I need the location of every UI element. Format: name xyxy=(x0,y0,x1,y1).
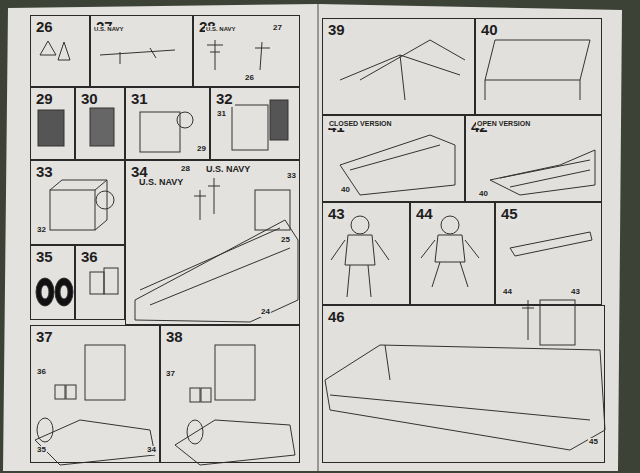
step-number: 39 xyxy=(326,21,347,38)
callout-label: 43 xyxy=(570,288,581,297)
step-number: 33 xyxy=(34,163,55,180)
step-number: 30 xyxy=(79,90,100,107)
step-number: 35 xyxy=(34,248,55,265)
step-panel: 35 xyxy=(30,245,75,320)
step-number: 37 xyxy=(34,328,55,345)
step-number: 29 xyxy=(34,90,55,107)
step-number: 31 xyxy=(129,90,150,107)
callout-label: 34 xyxy=(146,446,157,455)
callout-label: 36 xyxy=(36,368,47,377)
step-panel: 37 xyxy=(30,325,160,463)
step-number: 26 xyxy=(34,18,55,35)
step-panel: 29 xyxy=(30,87,75,160)
callout-label: 35 xyxy=(36,446,47,455)
callout-label: 40 xyxy=(340,186,351,195)
callout-label: U.S. NAVY xyxy=(205,26,237,33)
step-number: 32 xyxy=(214,90,235,107)
step-panel: 43 xyxy=(322,202,410,305)
callout-label: 45 xyxy=(588,438,599,447)
callout-label: 44 xyxy=(502,288,513,297)
step-panel: 44 xyxy=(410,202,495,305)
step-number: 45 xyxy=(499,205,520,222)
callout-label: 27 xyxy=(272,24,283,33)
callout-label: 32 xyxy=(36,226,47,235)
step-number: 46 xyxy=(326,308,347,325)
step-panel: 26 xyxy=(30,15,90,87)
step-panel: 32 xyxy=(210,87,300,160)
step-number: 38 xyxy=(164,328,185,345)
step-number: 36 xyxy=(79,248,100,265)
callout-label: 33 xyxy=(286,172,297,181)
callout-label: 24 xyxy=(260,308,271,317)
callout-label: 40 xyxy=(478,190,489,199)
step-number: 40 xyxy=(479,21,500,38)
step-panel: 39 xyxy=(322,18,475,115)
callout-label: 31 xyxy=(216,110,227,119)
step-panel: 46 xyxy=(322,305,605,463)
callout-label: OPEN VERSION xyxy=(476,120,531,128)
step-panel: 30 xyxy=(75,87,125,160)
callout-label: U.S. NAVY xyxy=(93,26,125,33)
step-panel: 42 xyxy=(465,115,602,202)
step-number: 44 xyxy=(414,205,435,222)
step-number: 43 xyxy=(326,205,347,222)
callout-label: 29 xyxy=(196,145,207,154)
callout-label: U.S. NAVY xyxy=(138,178,184,188)
callout-label: CLOSED VERSION xyxy=(328,120,393,128)
callout-label: 28 xyxy=(180,165,191,174)
callout-label: U.S. NAVY xyxy=(205,165,251,175)
step-panel: 36 xyxy=(75,245,125,320)
callout-label: 25 xyxy=(280,236,291,245)
step-panel: 38 xyxy=(160,325,300,463)
callout-label: 26 xyxy=(244,74,255,83)
callout-label: 37 xyxy=(165,370,176,379)
step-panel: 40 xyxy=(475,18,602,115)
